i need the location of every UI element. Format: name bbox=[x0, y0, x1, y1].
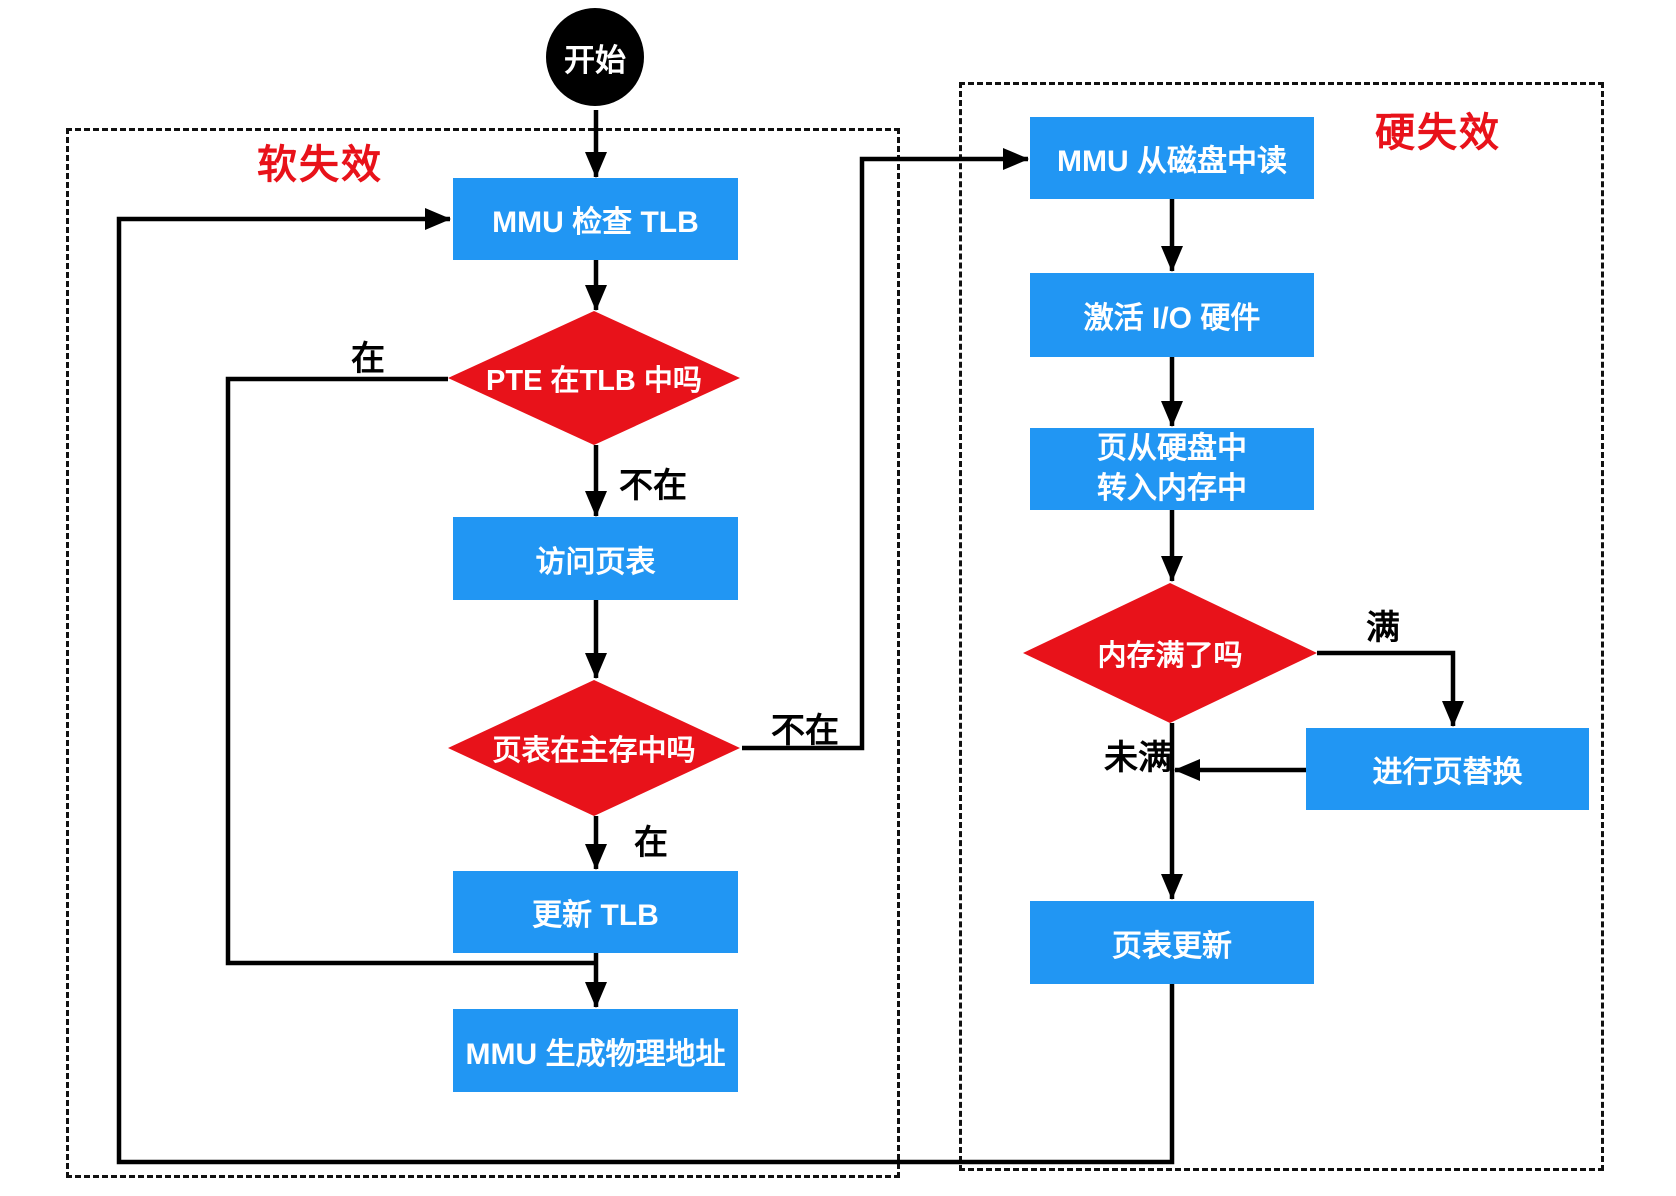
edge-memory-full-yes-to-page-replacement bbox=[1317, 650, 1464, 727]
node-page-disk-to-memory-line2: 转入内存中 bbox=[1097, 472, 1247, 505]
node-mmu-read-from-disk: MMU 从磁盘中读 bbox=[1030, 117, 1314, 199]
edge-label-pt-no: 不在 bbox=[771, 712, 839, 750]
group-soft-miss bbox=[66, 128, 900, 1178]
node-page-table-update: 页表更新 bbox=[1030, 901, 1314, 984]
edge-pt-no-to-read-disk bbox=[742, 148, 1029, 751]
edge-label-memory-full-yes: 满 bbox=[1366, 609, 1400, 647]
edge-page-table-update-loop-to-check-tlb bbox=[116, 208, 1175, 1165]
edge-pte-yes-loop bbox=[225, 376, 598, 966]
edge-label-pt-yes: 在 bbox=[634, 824, 668, 862]
node-mmu-generate-physical-address: MMU 生成物理地址 bbox=[453, 1009, 738, 1092]
group-hard-miss bbox=[959, 82, 1604, 1171]
soft-miss-region-label: 软失效 bbox=[257, 143, 383, 187]
edge-label-pte-no: 不在 bbox=[619, 467, 687, 505]
node-page-disk-to-memory: 页从硬盘中 转入内存中 bbox=[1030, 428, 1314, 510]
node-activate-io-hardware: 激活 I/O 硬件 bbox=[1030, 273, 1314, 357]
node-page-disk-to-memory-line1: 页从硬盘中 bbox=[1097, 431, 1247, 465]
start-node: 开始 bbox=[546, 8, 644, 106]
hard-miss-region-label: 硬失效 bbox=[1375, 111, 1501, 155]
edge-label-pte-yes: 在 bbox=[351, 340, 385, 378]
node-page-replacement: 进行页替换 bbox=[1306, 728, 1589, 810]
node-update-tlb: 更新 TLB bbox=[453, 871, 738, 953]
edge-label-memory-full-no: 未满 bbox=[1104, 739, 1172, 777]
node-access-page-table: 访问页表 bbox=[453, 517, 738, 600]
node-mmu-check-tlb: MMU 检查 TLB bbox=[453, 178, 738, 260]
